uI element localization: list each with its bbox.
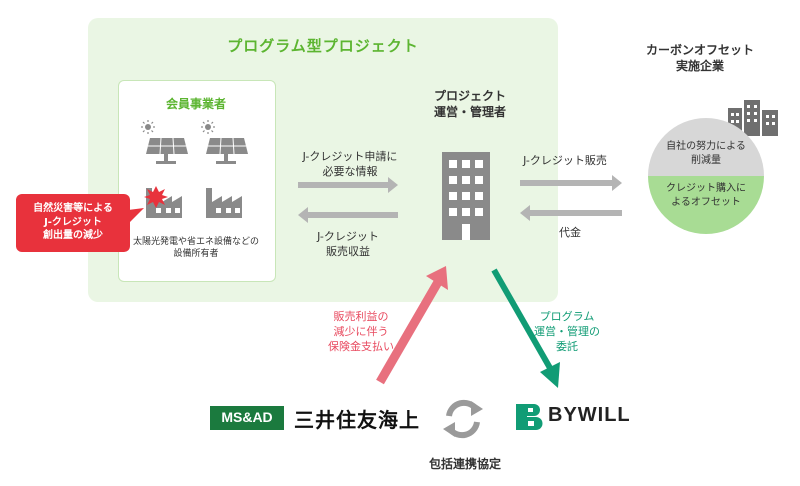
project-manager-label: プロジェクト 運営・管理者 (433, 89, 506, 120)
office-building-icon (442, 152, 490, 240)
msad-logo-text: MS&AD (221, 409, 273, 425)
arrow-payment (520, 205, 622, 221)
disaster-text: 自然災害等による J-クレジット 創出量の減少 (33, 203, 113, 241)
delegation-label: プログラム 運営・管理の 委託 (534, 310, 600, 353)
arrow-apply (298, 177, 398, 193)
payment-label: 代金 (559, 226, 581, 239)
own-reduction-label: 自社の努力による 削減量 (666, 141, 746, 166)
mitsui-sumitomo-name: 三井住友海上 (294, 408, 420, 432)
arrow-revenue (298, 207, 398, 223)
credit-offset-segment (648, 176, 764, 234)
callout-pointer (128, 208, 144, 224)
arrow-delegation (491, 268, 553, 370)
member-caption: 太陽光発電や省エネ設備などの 設備所有者 (132, 237, 259, 260)
member-business-box (118, 80, 276, 282)
credit-purchase-label: クレジット購入に よるオフセット (666, 183, 746, 208)
own-reduction-segment (648, 118, 764, 176)
msad-logo: MS&AD (210, 406, 284, 430)
arrow-sale (520, 175, 622, 191)
apply-info-label: J-クレジット申請に 必要な情報 (302, 150, 398, 178)
program-title: プログラム型プロジェクト (227, 37, 419, 55)
bywill-name: BYWILL (548, 404, 631, 426)
cycle-arrows-icon (443, 399, 483, 439)
offset-company-label: カーボンオフセット 実施企業 (645, 43, 754, 74)
arrow-insurance (376, 279, 442, 385)
solar-panel-icon (141, 120, 188, 164)
member-title: 会員事業者 (165, 97, 226, 111)
sales-revenue-label: J-クレジット 販売収益 (317, 230, 379, 258)
bywill-logo-icon (516, 404, 543, 430)
insurance-payment-label: 販売利益の 減少に伴う 保険金支払い (328, 310, 394, 353)
disaster-callout (16, 194, 130, 252)
credit-sale-label: J-クレジット販売 (523, 154, 607, 167)
offset-composition-circle: 自社の努力による 削減量 クレジット購入に よるオフセット (648, 118, 764, 234)
comprehensive-agreement-label: 包括連携協定 (428, 457, 501, 471)
factory-damaged-icon (144, 186, 182, 218)
factory-icon (206, 188, 242, 218)
solar-panel-icon (201, 120, 248, 164)
